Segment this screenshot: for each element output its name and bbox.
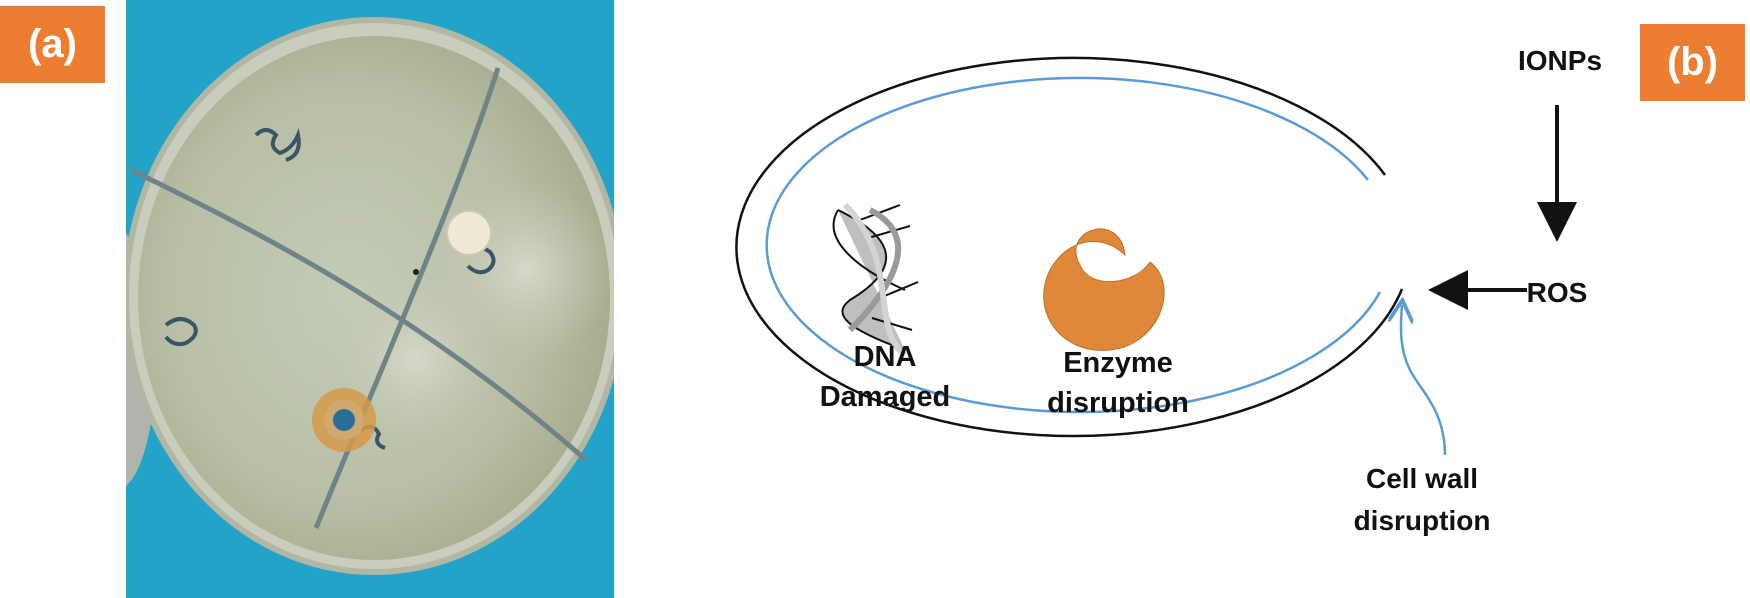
divider-line (129, 167, 588, 462)
enzyme-disruption-label: disruption (1047, 387, 1189, 419)
panel-label-b: (b) (1640, 24, 1745, 101)
cell-membrane (765, 76, 1382, 414)
antibiotic-disc (446, 210, 492, 256)
enzyme-icon (1043, 228, 1165, 351)
cell-wall-disruption-label: disruption (1354, 505, 1491, 536)
ros-label: ROS (1527, 277, 1588, 308)
ionp-well-center (333, 409, 355, 431)
dna-damaged-label: Damaged (820, 381, 951, 413)
petri-dish-photo (126, 0, 614, 598)
cell-wall-label: Cell wall (1366, 463, 1478, 494)
divider-line (313, 67, 501, 529)
ionps-label: IONPs (1518, 45, 1602, 76)
wall-disruption-arrow (1401, 305, 1447, 456)
cell-wall (735, 56, 1404, 438)
enzyme-label: Enzyme (1063, 347, 1173, 379)
panel-label-a: (a) (0, 6, 105, 83)
dna-label: DNA (854, 341, 917, 373)
dna-icon (832, 202, 919, 358)
